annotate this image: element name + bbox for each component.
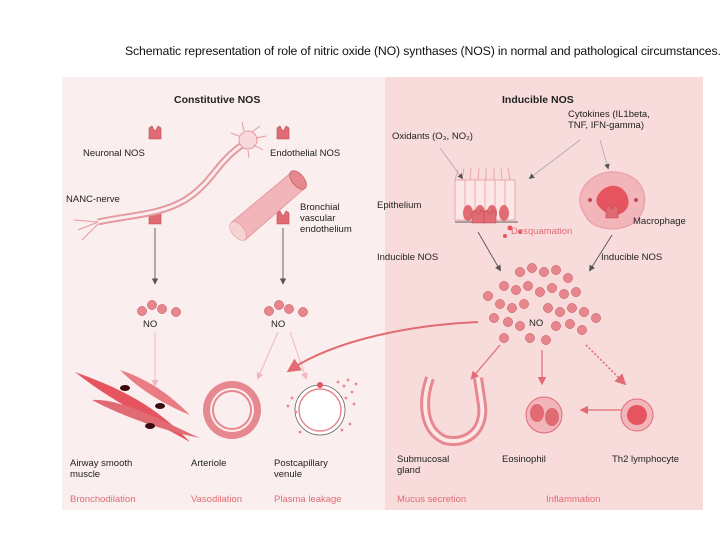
arteriole-illustration bbox=[203, 381, 261, 439]
gland-label-2: gland bbox=[397, 465, 420, 476]
venule-illustration bbox=[287, 379, 358, 435]
airway-smooth-muscle-illustration bbox=[75, 370, 200, 442]
inflammation-label: Inflammation bbox=[546, 494, 600, 505]
epithelial-inos-icon bbox=[472, 210, 496, 223]
mucus-secretion-label: Mucus secretion bbox=[397, 494, 466, 505]
bronchial-label-2: vascular bbox=[300, 213, 335, 224]
epithelium-label: Epithelium bbox=[377, 200, 421, 211]
no-molecules-left bbox=[137, 300, 180, 316]
cytokines-label-2: TNF, IFN-gamma) bbox=[568, 120, 644, 131]
plasma-leakage-label: Plasma leakage bbox=[274, 494, 342, 505]
inducible-nos-label-right: Inducible NOS bbox=[601, 252, 662, 263]
submucosal-gland-illustration bbox=[425, 378, 482, 441]
arteriole-label: Arteriole bbox=[191, 458, 226, 469]
no-label-cluster: NO bbox=[529, 318, 543, 329]
nanc-nerve-label: NANC-nerve bbox=[66, 194, 120, 205]
endothelial-nos-icon bbox=[277, 126, 289, 139]
desquamation-label: Desquamation bbox=[511, 226, 572, 237]
th2-label: Th2 lymphocyte bbox=[612, 454, 679, 465]
bronchial-label-3: endothelium bbox=[300, 224, 352, 235]
airway-label-1: Airway smooth bbox=[70, 458, 132, 469]
no-molecules-middle bbox=[264, 300, 307, 316]
no-molecules-cluster bbox=[483, 263, 600, 344]
inducible-nos-header: Inducible NOS bbox=[502, 95, 574, 106]
endothelial-nos-label: Endothelial NOS bbox=[270, 148, 340, 159]
no-label-middle: NO bbox=[271, 319, 285, 330]
neuronal-nos-label: Neuronal NOS bbox=[83, 148, 145, 159]
no-label-left: NO bbox=[143, 319, 157, 330]
bronchial-label-1: Bronchial bbox=[300, 202, 340, 213]
venule-label-1: Postcapillary bbox=[274, 458, 328, 469]
inducible-nos-label-left: Inducible NOS bbox=[377, 252, 438, 263]
eosinophil-illustration bbox=[526, 397, 562, 433]
oxidants-label: Oxidants (O₃, NO₂) bbox=[392, 131, 473, 142]
venule-label-2: venule bbox=[274, 469, 302, 480]
bronchial-nos-icon bbox=[277, 211, 289, 224]
macrophage-label: Macrophage bbox=[633, 216, 686, 227]
bronchodilation-label: Bronchodilation bbox=[70, 494, 136, 505]
th2-lymphocyte-illustration bbox=[621, 399, 653, 431]
eosinophil-label: Eosinophil bbox=[502, 454, 546, 465]
constitutive-nos-header: Constitutive NOS bbox=[174, 95, 260, 106]
neuronal-nos-icon bbox=[149, 126, 161, 139]
bronchial-vessel-illustration bbox=[226, 168, 309, 244]
airway-label-2: muscle bbox=[70, 469, 100, 480]
vasodilation-label: Vasodilation bbox=[191, 494, 242, 505]
cytokines-label-1: Cytokines (IL1beta, bbox=[568, 109, 650, 120]
gland-label-1: Submucosal bbox=[397, 454, 449, 465]
